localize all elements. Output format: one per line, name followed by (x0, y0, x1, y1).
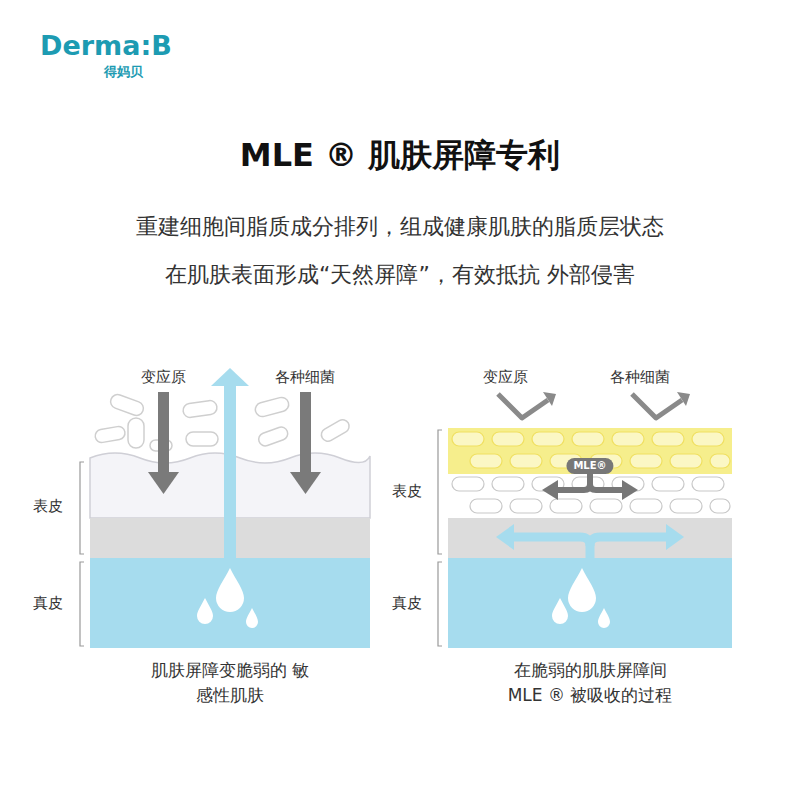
left-skin (90, 368, 370, 648)
skin-cell (630, 454, 662, 468)
threat-label: 变应原 (483, 368, 528, 386)
skin-cell (670, 499, 702, 513)
threat-label: 各种细菌 (275, 368, 335, 386)
skin-cell (550, 499, 582, 513)
brand-logo: Derma:B (40, 30, 172, 62)
right-skin (448, 392, 732, 648)
panel-caption: 肌肤屏障变脆弱的 敏感性肌肤 (150, 658, 310, 707)
subtitle: 在肌肤表面形成“天然屏障”，有效抵抗 外部侵害 (165, 262, 635, 288)
skin-cell (670, 454, 702, 468)
skin-cell (692, 432, 724, 446)
layer-brackets (80, 430, 442, 646)
skin-cell (510, 454, 542, 468)
threat-label: 各种细菌 (610, 368, 670, 386)
skin-cell (492, 477, 524, 491)
brand-cn: 得妈贝 (104, 64, 143, 80)
skin-cell (630, 499, 662, 513)
layer-label: 表皮 (392, 482, 422, 500)
skin-cell (710, 454, 730, 468)
skin-cell (470, 499, 502, 513)
subtitle: 重建细胞间脂质成分排列，组成健康肌肤的脂质层状态 (136, 214, 664, 240)
skin-cell (652, 477, 684, 491)
skin-cell (492, 432, 524, 446)
skin-cell (692, 477, 724, 491)
skin-cell (532, 432, 564, 446)
skin-cell (652, 432, 684, 446)
layer-label: 真皮 (392, 594, 422, 612)
skin-cell (572, 432, 604, 446)
skin-cell (590, 499, 622, 513)
layer-label: 表皮 (33, 497, 63, 515)
skin-cell (710, 499, 730, 513)
panel-caption: 在脆弱的肌肤屏障间 MLE ® 被吸收的过程 (501, 658, 679, 707)
node-text: MLE® (573, 460, 606, 471)
skin-cell (452, 432, 484, 446)
layer-label: 真皮 (33, 594, 63, 612)
skin-cell (510, 499, 542, 513)
threat-label: 变应原 (141, 368, 186, 386)
skin-cell (452, 477, 484, 491)
title: MLE ® 肌肤屏障专利 (240, 136, 560, 174)
skin-cell (612, 432, 644, 446)
mle-pill: MLE® (566, 458, 613, 474)
skin-cell (470, 454, 502, 468)
